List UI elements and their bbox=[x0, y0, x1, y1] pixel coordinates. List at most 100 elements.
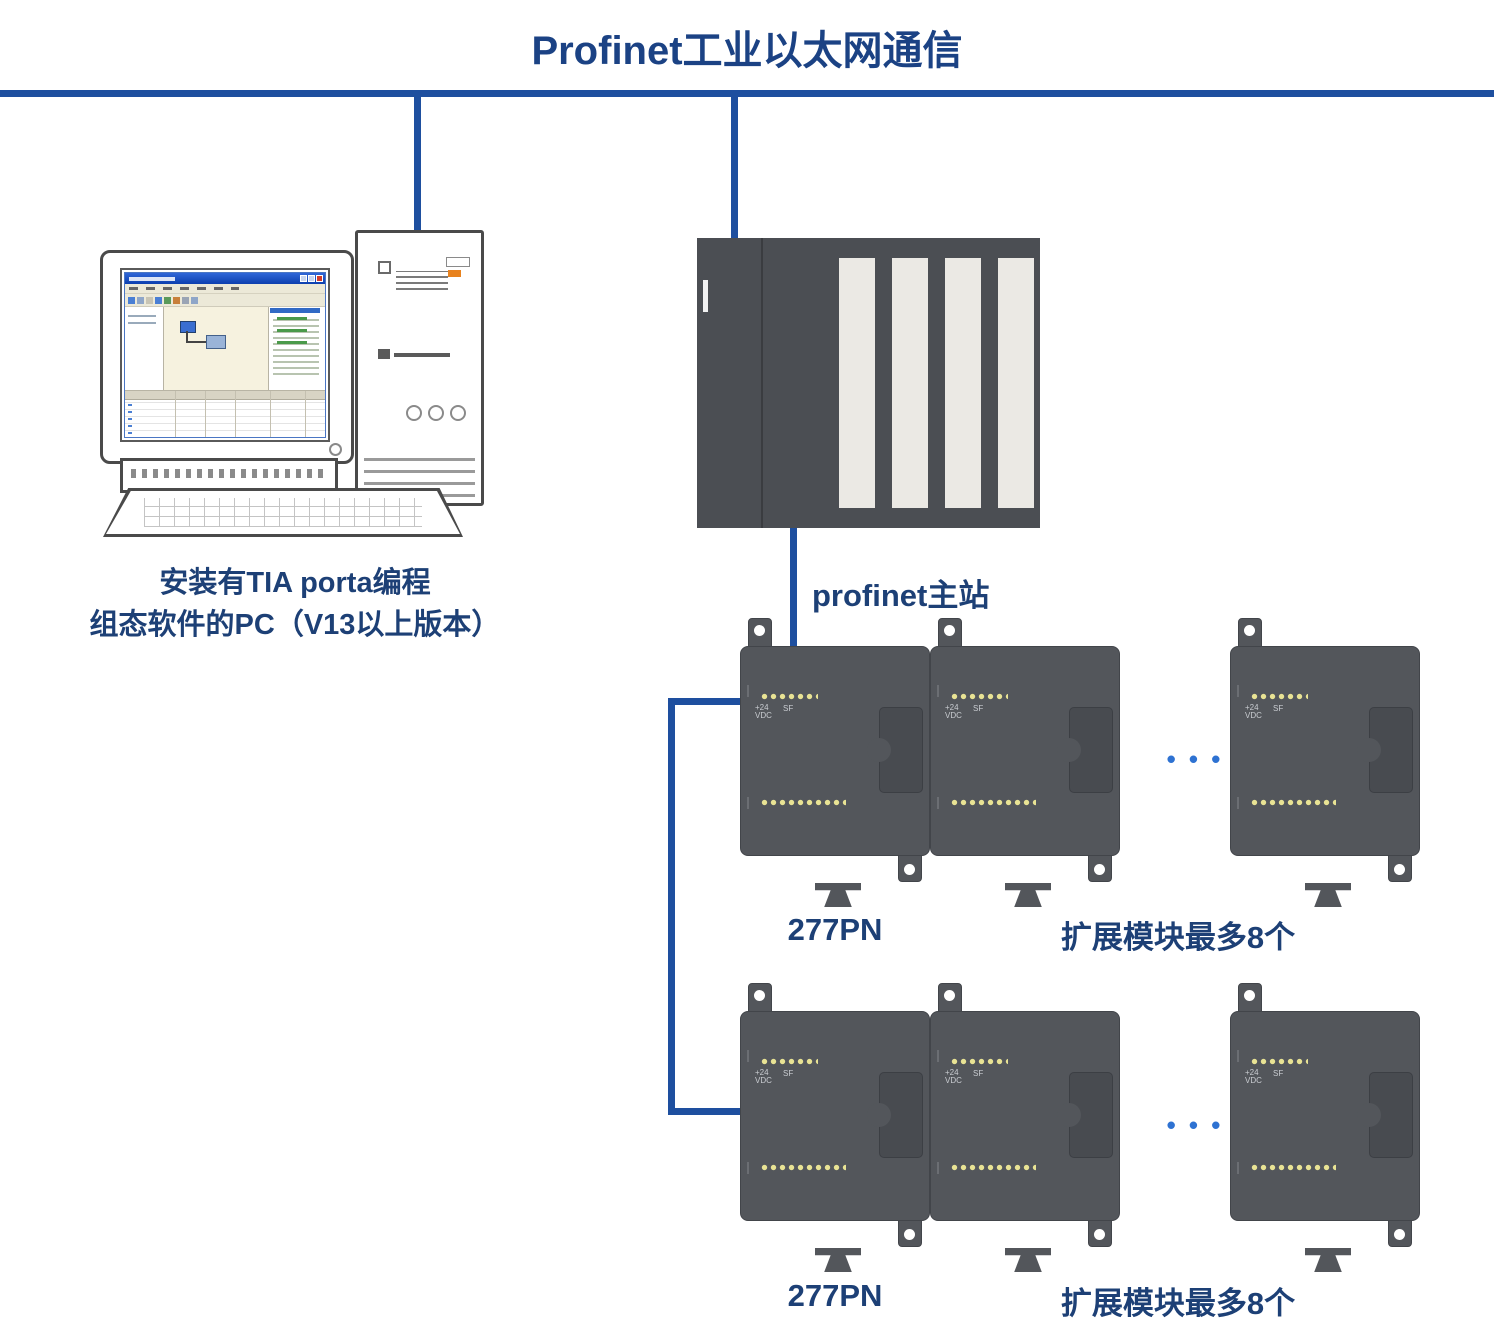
io-led-strip-bottom bbox=[951, 799, 1036, 806]
ellipsis-row1: • • • bbox=[1166, 744, 1224, 774]
module-power-label: +24 VDC SF bbox=[755, 1069, 793, 1085]
device-icon bbox=[180, 321, 196, 333]
memory-card-slot bbox=[1357, 1072, 1413, 1158]
toolbar-icon bbox=[182, 296, 189, 304]
mounting-hole-icon bbox=[1094, 864, 1105, 875]
ethernet-bus-line bbox=[0, 90, 1494, 97]
status-led-strip-top bbox=[1251, 693, 1308, 700]
tower-drive-frame bbox=[446, 257, 470, 267]
power-label-line1: +24 bbox=[755, 703, 769, 712]
terminal-mark bbox=[747, 1162, 749, 1174]
row2-device-label: 277PN bbox=[787, 1278, 883, 1313]
status-led-strip-top bbox=[951, 1058, 1008, 1065]
floppy-slot bbox=[394, 353, 450, 357]
power-label-line1: +24 bbox=[1245, 1068, 1259, 1077]
module-power-label: +24 VDC SF bbox=[945, 703, 983, 720]
io-led-strip-bottom bbox=[761, 799, 846, 806]
din-rail-clip bbox=[1305, 883, 1351, 907]
mounting-hole-icon bbox=[904, 864, 915, 875]
memory-card-slot bbox=[1357, 707, 1413, 793]
window-titlebar bbox=[125, 273, 325, 284]
project-panel bbox=[125, 307, 164, 390]
pc-tower bbox=[355, 230, 484, 506]
memory-card-slot bbox=[1057, 707, 1113, 793]
io-led-strip-bottom bbox=[1251, 1164, 1336, 1171]
sf-label: SF bbox=[783, 704, 794, 713]
module-body: +24 VDC SF bbox=[930, 646, 1120, 907]
catalog-tree-panel bbox=[268, 307, 325, 390]
diagram-title: Profinet工业以太网通信 bbox=[531, 29, 963, 73]
mounting-hole-icon bbox=[1244, 625, 1255, 636]
mounting-hole-icon bbox=[1094, 1229, 1105, 1240]
plc-rack bbox=[697, 238, 1040, 528]
sf-label: SF bbox=[783, 1069, 794, 1078]
power-label-line2: VDC bbox=[755, 1076, 772, 1085]
terminal-mark bbox=[1237, 1050, 1239, 1062]
toolbar-icon bbox=[173, 296, 180, 304]
tower-button-icon bbox=[428, 405, 444, 421]
monitor-screen bbox=[120, 268, 330, 442]
terminal-mark bbox=[1237, 1162, 1239, 1174]
card-slot-notch bbox=[867, 1103, 891, 1127]
card-slot-notch bbox=[1057, 1103, 1081, 1127]
rack-slot bbox=[945, 258, 981, 508]
rack-divider bbox=[761, 238, 763, 528]
ellipsis-row2: • • • bbox=[1166, 1110, 1224, 1140]
power-label-line1: +24 bbox=[945, 1068, 959, 1077]
window-toolbar bbox=[125, 294, 325, 307]
plc-module-277pn: +24 VDC SF bbox=[740, 983, 930, 1272]
selected-tree-item bbox=[270, 308, 320, 313]
status-led-strip-top bbox=[951, 693, 1008, 700]
pc-caption-line1: 安装有TIA porta编程 bbox=[159, 567, 431, 599]
power-label-line1: +24 bbox=[945, 703, 959, 712]
window-menubar bbox=[125, 284, 325, 294]
module-power-label: +24 VDC SF bbox=[945, 1068, 983, 1085]
tree-item-highlight bbox=[277, 329, 307, 332]
rack-slot bbox=[892, 258, 928, 508]
window-buttons bbox=[300, 275, 323, 282]
module-body: +24 VDC SF bbox=[930, 1011, 1120, 1272]
sf-label: SF bbox=[973, 704, 984, 713]
tower-button-icon bbox=[450, 405, 466, 421]
terminal-mark bbox=[1237, 797, 1239, 809]
rack-slot bbox=[839, 258, 875, 508]
card-slot-notch bbox=[1057, 738, 1081, 762]
toolbar-icon bbox=[128, 296, 135, 304]
power-label-line1: +24 bbox=[1245, 703, 1259, 712]
device-icon bbox=[206, 335, 226, 349]
toolbar-icon bbox=[164, 296, 171, 304]
mounting-hole-icon bbox=[1394, 1229, 1405, 1240]
plc-module-expansion: +24 VDC SF bbox=[930, 983, 1120, 1272]
status-led-strip-top bbox=[1251, 1058, 1308, 1065]
plc-module-expansion-last: +24 VDC SF bbox=[1230, 983, 1420, 1272]
mounting-hole-icon bbox=[1394, 864, 1405, 875]
tower-power-led bbox=[448, 270, 461, 277]
status-led-strip-top bbox=[761, 1058, 818, 1065]
module-power-label: +24 VDC SF bbox=[1245, 1068, 1283, 1085]
tree-item-highlight bbox=[277, 317, 307, 320]
mounting-hole-icon bbox=[904, 1229, 915, 1240]
power-label-line2: VDC bbox=[755, 711, 772, 720]
row2-expansion-label: 扩展模块最多8个 bbox=[1060, 1286, 1296, 1321]
memory-card-slot bbox=[867, 1072, 923, 1158]
bus-connector-row1 bbox=[668, 698, 746, 705]
monitor-power-led bbox=[329, 443, 342, 456]
titlebar-text-placeholder bbox=[129, 276, 175, 281]
table-column-lines bbox=[175, 391, 176, 437]
terminal-mark bbox=[747, 1050, 749, 1062]
pc-monitor bbox=[100, 250, 354, 464]
io-led-strip-bottom bbox=[951, 1164, 1036, 1171]
din-rail-clip bbox=[1005, 883, 1051, 907]
rack-slot bbox=[998, 258, 1034, 508]
module-power-label: +24 VDC SF bbox=[755, 703, 793, 720]
din-rail-clip bbox=[815, 1248, 861, 1272]
sf-label: SF bbox=[1273, 1069, 1284, 1078]
tower-top-vents bbox=[396, 271, 448, 290]
close-icon bbox=[316, 275, 323, 282]
din-rail-clip bbox=[815, 883, 861, 907]
toolbar-icon bbox=[155, 296, 162, 304]
module-body: +24 VDC SF bbox=[1230, 1011, 1420, 1272]
power-label-line2: VDC bbox=[945, 711, 962, 720]
mounting-hole-icon bbox=[754, 625, 765, 636]
